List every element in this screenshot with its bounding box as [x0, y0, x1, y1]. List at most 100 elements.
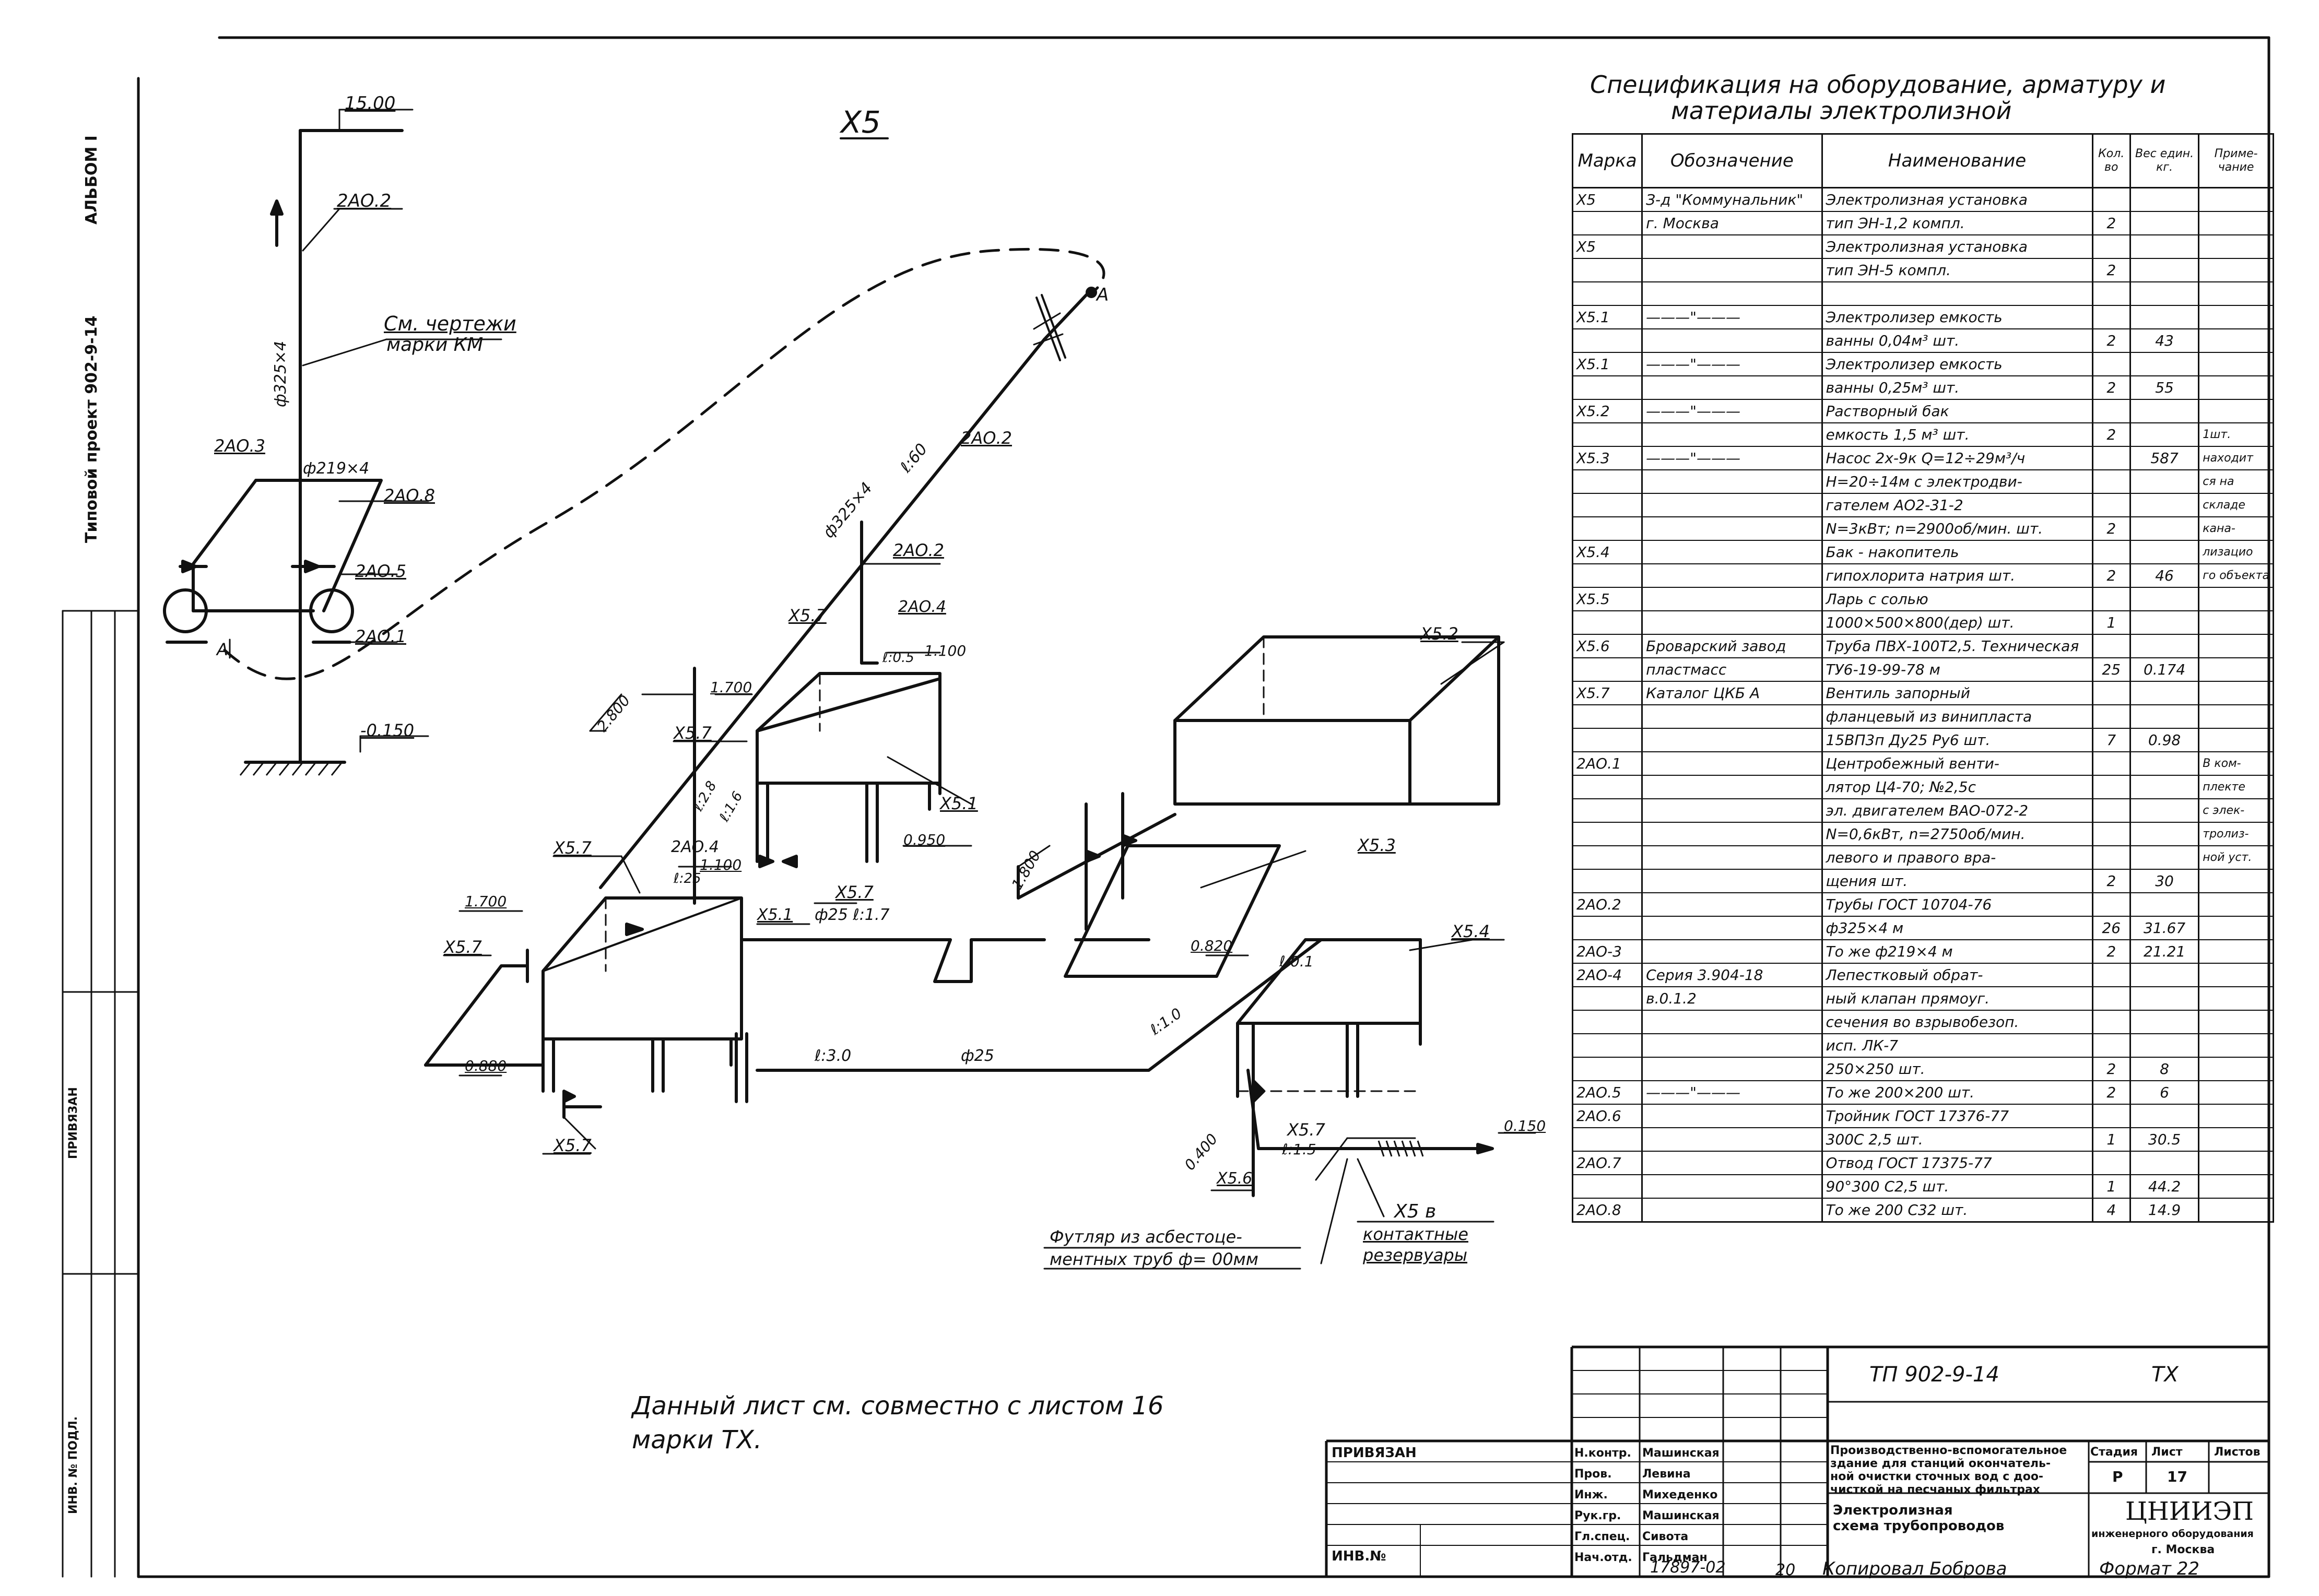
- spec-cell: Бак - накопитель: [1821, 540, 2093, 564]
- copied-by: Копировал Боброва: [1822, 1558, 2007, 1579]
- spec-cell: [2129, 211, 2200, 235]
- spec-cell: [1571, 282, 1643, 305]
- spec-cell: [2198, 187, 2274, 211]
- spec-cell: [1571, 1175, 1643, 1198]
- spec-cell: З-д "Коммунальник": [1641, 187, 1823, 211]
- spec-cell: [2198, 329, 2274, 352]
- spec-cell: [2198, 1151, 2274, 1175]
- spec-cell: [1641, 775, 1823, 799]
- stamp-privyazan-block: ПРИВЯЗАН: [1332, 1445, 1417, 1461]
- label-case-1: Футляр из асбестоце-: [1050, 1227, 1242, 1247]
- spec-cell: 2АО.1: [1571, 752, 1643, 775]
- label-2ao5: 2АО.5: [355, 561, 406, 581]
- label-x57-right: Х5.7: [835, 882, 874, 902]
- spec-cell: [1571, 423, 1643, 446]
- spec-cell: 2: [2091, 517, 2131, 540]
- spec-cell: [1641, 705, 1823, 728]
- spec-cell: исп. ЛК-7: [1821, 1034, 2093, 1057]
- org-line-3: г. Москва: [2151, 1543, 2215, 1556]
- spec-cell: [2091, 846, 2131, 869]
- note-line-2: марки ТХ.: [632, 1425, 762, 1455]
- spec-cell: [2129, 822, 2200, 846]
- spec-cell: [1641, 517, 1823, 540]
- spec-cell: 7: [2091, 728, 2131, 752]
- spec-cell: [2198, 658, 2274, 681]
- spec-cell: [1641, 470, 1823, 493]
- spec-cell: [2198, 305, 2274, 329]
- label-see-drawings: См. чертежи: [384, 312, 516, 335]
- spec-title-1: Спецификация на оборудование, арматуру и: [1590, 70, 2166, 99]
- spec-cell: [2198, 916, 2274, 940]
- name-5: Гальдман: [1642, 1551, 1708, 1564]
- spec-cell: Х5: [1571, 235, 1643, 258]
- spec-cell: [1571, 470, 1643, 493]
- level-1100-lower: 1.100: [700, 856, 742, 873]
- spec-cell: эл. двигателем ВАО-072-2: [1821, 799, 2093, 822]
- spec-cell: 30.5: [2129, 1128, 2200, 1151]
- spec-cell: 2: [2091, 329, 2131, 352]
- spec-cell: 26: [2091, 916, 2131, 940]
- spec-cell: [1571, 329, 1643, 352]
- label-x57-valve: Х5.7: [554, 838, 592, 858]
- spec-cell: Х5.3: [1571, 446, 1643, 470]
- spec-cell: [1641, 799, 1823, 822]
- spec-cell: [2091, 540, 2131, 564]
- spec-cell: [1641, 940, 1823, 963]
- spec-cell: 587: [2129, 446, 2200, 470]
- spec-cell: [2129, 1151, 2200, 1175]
- doc-code: ТП 902-9-14: [1869, 1363, 1999, 1387]
- spec-cell: кана-: [2198, 517, 2274, 540]
- spec-cell: [2091, 1151, 2131, 1175]
- spec-cell: [1571, 799, 1643, 822]
- spec-cell: В ком-: [2198, 752, 2274, 775]
- spec-cell: [1641, 540, 1823, 564]
- spec-cell: ———"———: [1641, 399, 1823, 423]
- label-x56: Х5.6: [1217, 1169, 1253, 1188]
- role-4: Гл.спец.: [1574, 1530, 1630, 1543]
- spec-cell: [1571, 1128, 1643, 1151]
- spec-cell: 2: [2091, 1081, 2131, 1104]
- spec-cell: [1571, 658, 1643, 681]
- label-a-left: А: [217, 640, 228, 659]
- spec-cell: 300С 2,5 шт.: [1821, 1128, 2093, 1151]
- spec-cell: [2091, 1010, 2131, 1034]
- spec-cell: [1641, 752, 1823, 775]
- spec-cell: левого и правого вра-: [1821, 846, 2093, 869]
- spec-cell: [2129, 282, 2200, 305]
- spec-cell: N=0,6кВт, n=2750об/мин.: [1821, 822, 2093, 846]
- label-x54: Х5.4: [1452, 921, 1490, 941]
- spec-cell: [2198, 893, 2274, 916]
- org-logo: ЦНИИЭП: [2125, 1497, 2254, 1526]
- spec-cell: Н=20÷14м с электродви-: [1821, 470, 2093, 493]
- label-slope25: ℓ:25: [674, 871, 701, 886]
- spec-cell: ся на: [2198, 470, 2274, 493]
- label-slope30: ℓ:3.0: [815, 1047, 852, 1065]
- spec-cell: 46: [2129, 564, 2200, 587]
- spec-cell: 55: [2129, 376, 2200, 399]
- spec-cell: 2АО.2: [1571, 893, 1643, 916]
- spec-cell: [2091, 1104, 2131, 1128]
- spec-cell: Отвод ГОСТ 17375-77: [1821, 1151, 2093, 1175]
- spec-row: сечения во взрывобезоп.: [1571, 1010, 2274, 1034]
- spec-cell: [2129, 1034, 2200, 1057]
- spec-cell: [2129, 1010, 2200, 1034]
- spec-cell: Электролизер емкость: [1821, 352, 2093, 376]
- spec-cell: [2091, 752, 2131, 775]
- spec-cell: 25: [2091, 658, 2131, 681]
- spec-cell: [2091, 634, 2131, 658]
- col-designation: Обозначение: [1641, 133, 1823, 188]
- spec-cell: [1641, 822, 1823, 846]
- label-a-top: А: [1097, 285, 1109, 305]
- role-0: Н.контр.: [1574, 1447, 1631, 1460]
- bottom-number: 17897-02: [1650, 1558, 1726, 1577]
- spec-cell: ф325×4 м: [1821, 916, 2093, 940]
- spec-cell: [2129, 423, 2200, 446]
- spec-cell: Х5.5: [1571, 587, 1643, 611]
- role-2: Инж.: [1574, 1488, 1608, 1502]
